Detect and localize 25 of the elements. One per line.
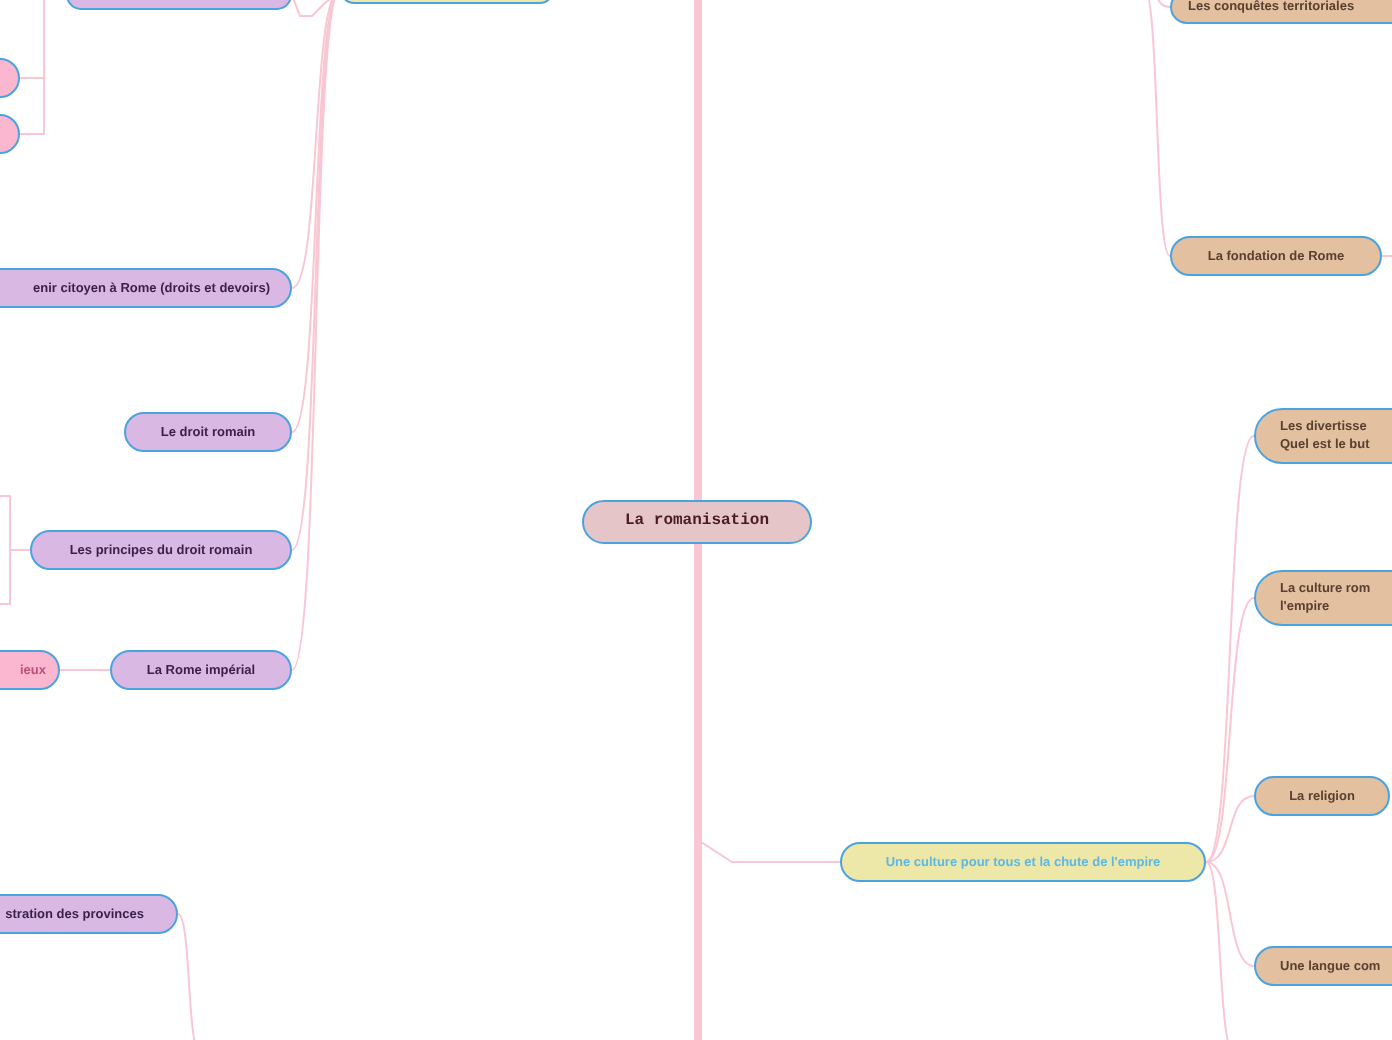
connector-line — [177, 913, 201, 1040]
topic-node — [1254, 776, 1390, 816]
connector-line — [694, 0, 702, 500]
topic-node — [0, 268, 292, 308]
topic-node — [1254, 946, 1392, 986]
topic-node — [110, 650, 292, 690]
connector-line — [1205, 435, 1255, 863]
topic-node — [1170, 236, 1382, 276]
connector-line — [1205, 795, 1255, 863]
topic-node — [1254, 408, 1392, 464]
connector-line — [59, 669, 111, 671]
topic-text: La romanisation — [624, 510, 769, 534]
connector-line — [1143, 0, 1171, 257]
connector-line — [291, 0, 341, 671]
topic-node — [1254, 570, 1392, 626]
topic-node — [840, 842, 1206, 882]
connector-line — [1205, 861, 1255, 967]
connector-line — [1205, 597, 1255, 863]
connector-line — [1205, 861, 1235, 1040]
connector-line — [1381, 255, 1392, 257]
topic-node — [30, 530, 292, 570]
topic-node — [582, 500, 812, 544]
connector-line — [694, 544, 702, 1040]
topic-node — [0, 894, 178, 934]
topic-node — [124, 412, 292, 452]
